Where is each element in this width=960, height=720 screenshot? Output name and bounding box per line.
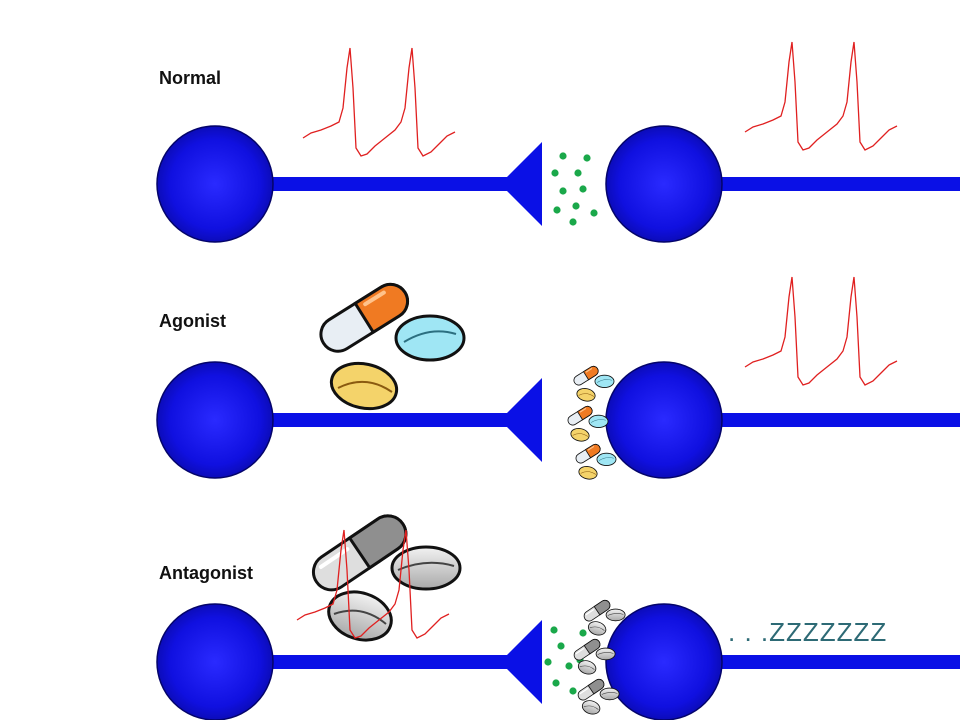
sleep-text: . . .ZZZZZZZ [728, 617, 888, 647]
label-agonist: Agonist [159, 311, 226, 331]
label-normal: Normal [159, 68, 222, 88]
small-drug-pill-icon [565, 403, 609, 444]
presynaptic-neuron [156, 125, 274, 243]
neurotransmitter-dots [551, 152, 598, 226]
postsynaptic-neuron [605, 125, 723, 243]
action-potential-trace [744, 41, 898, 151]
drug-pill-icon [304, 506, 462, 650]
neurotransmitter-dots [544, 626, 587, 695]
postsynaptic-neuron [605, 361, 723, 479]
axon-terminal [500, 142, 542, 226]
row-antagonist [156, 506, 960, 720]
action-potential-trace [302, 47, 456, 157]
axon-terminal [500, 378, 542, 462]
postsynaptic-neuron [605, 603, 723, 720]
presynaptic-neuron [156, 361, 274, 479]
label-antagonist: Antagonist [159, 563, 253, 583]
small-drug-pill-icon [571, 363, 615, 404]
action-potential-trace [744, 276, 898, 386]
drug-pill-icon [312, 275, 466, 417]
axon-terminal [500, 620, 542, 704]
row-normal [156, 41, 960, 243]
presynaptic-neuron [156, 603, 274, 720]
row-agonist [156, 275, 960, 482]
small-drug-pill-icon [573, 441, 617, 482]
